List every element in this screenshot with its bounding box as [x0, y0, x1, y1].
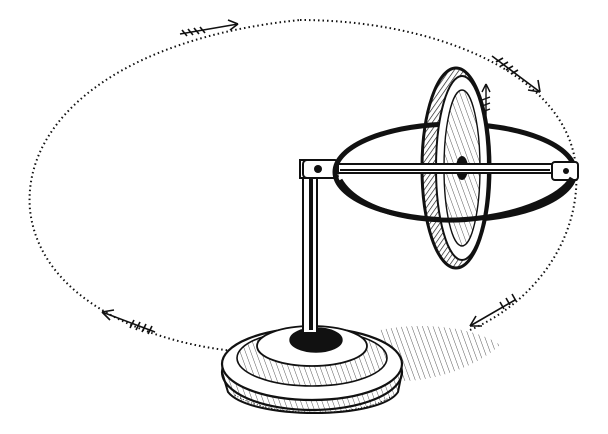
- arrow-icon: [491, 55, 541, 93]
- ground-shadow: [380, 325, 500, 382]
- stand-rod: [299, 159, 324, 334]
- arrow-icon: [101, 309, 156, 335]
- arrow-icon: [469, 293, 517, 327]
- axle: [337, 163, 553, 174]
- gimbal-ring-front: [337, 176, 575, 223]
- arrow-icon: [179, 19, 239, 37]
- precession-path: [28, 19, 578, 353]
- spin-arrow-icon: [481, 83, 491, 118]
- pedestal-base: [220, 325, 404, 414]
